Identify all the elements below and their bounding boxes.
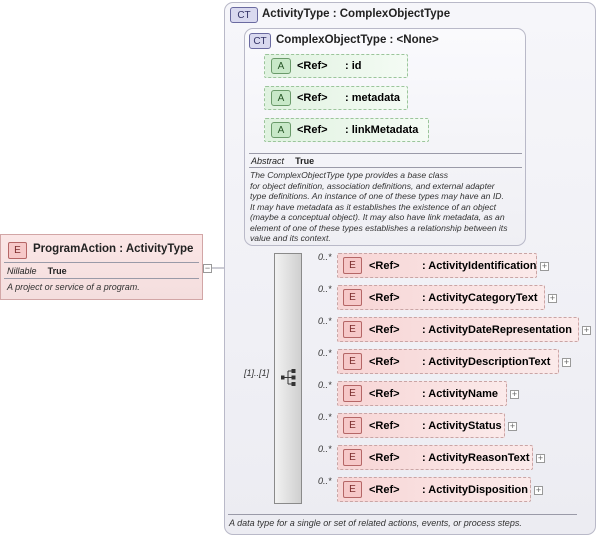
element-ref: <Ref> bbox=[369, 323, 400, 336]
element-name: : ActivityCategoryText bbox=[422, 291, 538, 304]
divider bbox=[4, 262, 199, 263]
outer-type-title: ActivityType : ComplexObjectType bbox=[262, 8, 451, 20]
element-row[interactable]: E <Ref> : ActivityCategoryText bbox=[337, 285, 545, 310]
element-name: : ActivityDateRepresentation bbox=[422, 323, 572, 336]
element-occurrence: 0..* bbox=[318, 316, 332, 326]
attribute-name: : linkMetadata bbox=[345, 124, 419, 136]
element-ref: <Ref> bbox=[369, 387, 400, 400]
element-occurrence: 0..* bbox=[318, 252, 332, 262]
expand-icon[interactable]: + bbox=[536, 453, 545, 463]
element-ref: <Ref> bbox=[369, 451, 400, 464]
element-ref: <Ref> bbox=[369, 259, 400, 272]
doc-line: type definitions. An instance of one of … bbox=[250, 191, 504, 201]
doc-line: element of one of these types establishe… bbox=[250, 222, 508, 233]
expand-icon[interactable]: + bbox=[534, 485, 543, 495]
property-key: Abstract bbox=[251, 156, 285, 166]
element-row[interactable]: E <Ref> : ActivityDateRepresentation bbox=[337, 317, 579, 342]
expand-icon[interactable]: + bbox=[562, 357, 571, 367]
element-ref: <Ref> bbox=[369, 355, 400, 368]
element-row[interactable]: E <Ref> : ActivityDisposition bbox=[337, 477, 531, 502]
attribute-row[interactable]: A <Ref> : linkMetadata bbox=[264, 118, 429, 142]
expand-icon[interactable]: + bbox=[548, 293, 557, 303]
divider bbox=[249, 167, 522, 168]
element-occurrence: 0..* bbox=[318, 412, 332, 422]
complex-type-icon: CT bbox=[230, 7, 258, 23]
element-name: : ActivityName bbox=[422, 387, 499, 400]
element-icon: E bbox=[343, 321, 362, 338]
attribute-name: : id bbox=[345, 60, 362, 72]
sequence-icon bbox=[281, 369, 296, 386]
attribute-row[interactable]: A <Ref> : id bbox=[264, 54, 408, 78]
element-icon: E bbox=[343, 257, 362, 274]
inner-ct-badge: CT bbox=[249, 33, 271, 49]
attribute-icon: A bbox=[271, 122, 291, 138]
attribute-ref: <Ref> bbox=[297, 92, 328, 104]
activity-type-documentation: A data type for a single or set of relat… bbox=[229, 518, 522, 528]
element-ref: <Ref> bbox=[369, 419, 400, 432]
nillable-property: Nillable True bbox=[7, 265, 67, 277]
element-ref: <Ref> bbox=[369, 483, 400, 496]
element-name: : ActivityReasonText bbox=[422, 451, 530, 464]
root-documentation: A project or service of a program. bbox=[7, 282, 140, 292]
attribute-ref: <Ref> bbox=[297, 124, 328, 136]
element-icon: E bbox=[8, 242, 27, 259]
element-name: : ActivityStatus bbox=[422, 419, 502, 432]
element-icon: E bbox=[343, 353, 362, 370]
attribute-ref: <Ref> bbox=[297, 60, 328, 72]
outer-ct-badge: CT bbox=[230, 7, 258, 23]
divider bbox=[4, 278, 199, 279]
expand-icon[interactable]: + bbox=[508, 421, 517, 431]
collapse-icon[interactable]: − bbox=[203, 263, 212, 273]
attribute-icon: A bbox=[271, 58, 291, 74]
attribute-icon: A bbox=[271, 90, 291, 106]
base-type-documentation: The ComplexObjectType type provides a ba… bbox=[250, 170, 522, 244]
element-icon: E bbox=[343, 289, 362, 306]
doc-line: It may have metadata as it establishes t… bbox=[250, 201, 497, 212]
element-row[interactable]: E <Ref> : ActivityName bbox=[337, 381, 507, 406]
abstract-property: Abstract True bbox=[251, 155, 314, 167]
element-row[interactable]: E <Ref> : ActivityStatus bbox=[337, 413, 505, 438]
element-icon: E bbox=[343, 385, 362, 402]
element-row[interactable]: E <Ref> : ActivityIdentification bbox=[337, 253, 537, 278]
element-occurrence: 0..* bbox=[318, 476, 332, 486]
root-badge: E bbox=[8, 242, 27, 259]
element-name: : ActivityDisposition bbox=[422, 483, 528, 496]
doc-line: for object definition, association defin… bbox=[250, 180, 495, 191]
property-value: True bbox=[47, 266, 67, 276]
element-icon: E bbox=[343, 417, 362, 434]
element-row[interactable]: E <Ref> : ActivityDescriptionText bbox=[337, 349, 559, 374]
element-icon: E bbox=[343, 449, 362, 466]
expand-icon[interactable]: + bbox=[540, 261, 549, 271]
program-action-element[interactable] bbox=[0, 234, 203, 300]
element-icon: E bbox=[343, 481, 362, 498]
attribute-name: : metadata bbox=[345, 92, 401, 104]
expand-icon[interactable]: + bbox=[510, 389, 519, 399]
sequence-occurrence: [1]..[1] bbox=[244, 368, 270, 378]
element-name: : ActivityDescriptionText bbox=[422, 355, 551, 368]
element-row[interactable]: E <Ref> : ActivityReasonText bbox=[337, 445, 533, 470]
element-occurrence: 0..* bbox=[318, 444, 332, 454]
element-occurrence: 0..* bbox=[318, 284, 332, 294]
doc-line: (maybe a conceptual object). It may also… bbox=[250, 212, 505, 222]
divider bbox=[249, 153, 522, 154]
divider bbox=[228, 514, 577, 515]
doc-line: value and its context. bbox=[250, 233, 331, 243]
element-name: : ActivityIdentification bbox=[422, 259, 537, 272]
root-element-title: ProgramAction : ActivityType bbox=[33, 243, 194, 255]
expand-icon[interactable]: + bbox=[582, 325, 591, 335]
element-occurrence: 0..* bbox=[318, 348, 332, 358]
complex-type-icon: CT bbox=[249, 33, 271, 49]
base-type-title: ComplexObjectType : <None> bbox=[276, 34, 439, 46]
property-key: Nillable bbox=[7, 266, 37, 276]
element-ref: <Ref> bbox=[369, 291, 400, 304]
doc-line: The ComplexObjectType type provides a ba… bbox=[250, 170, 449, 180]
element-occurrence: 0..* bbox=[318, 380, 332, 390]
attribute-row[interactable]: A <Ref> : metadata bbox=[264, 86, 408, 110]
property-value: True bbox=[295, 156, 315, 166]
